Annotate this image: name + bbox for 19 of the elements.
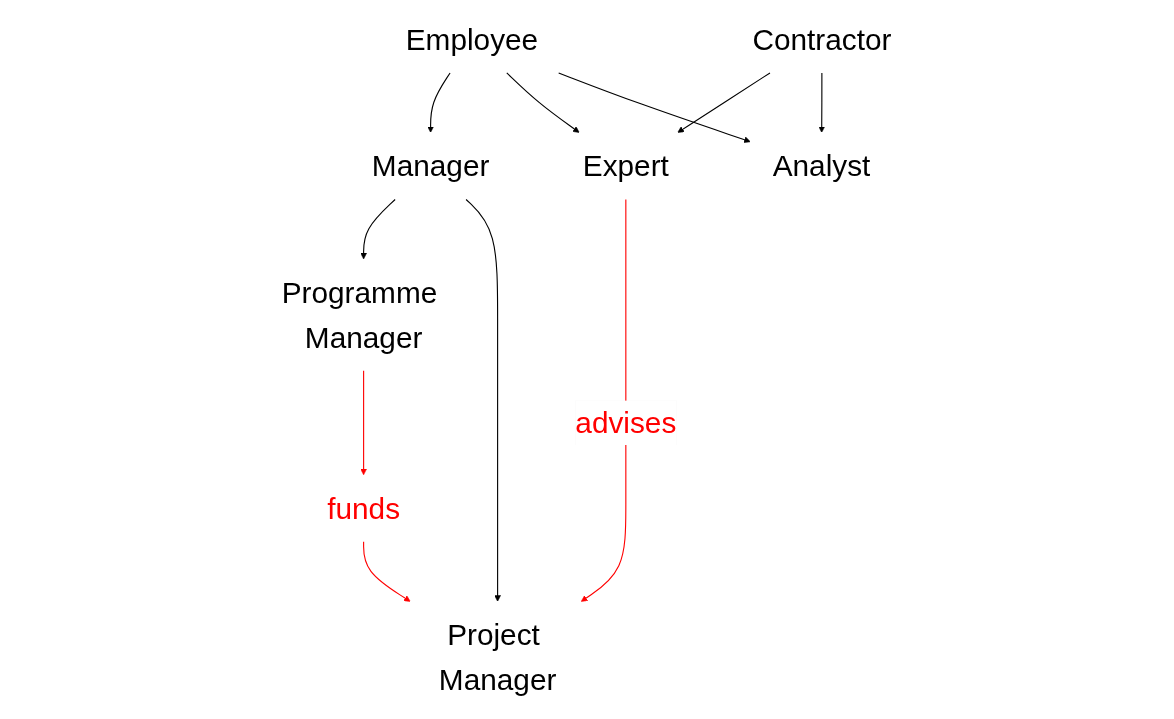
edge-label: advises (575, 406, 677, 440)
arrow (581, 198, 627, 602)
arrow (427, 72, 452, 133)
arrow (558, 72, 752, 143)
node-text: Employee (406, 23, 539, 56)
node-text: Contractor (752, 23, 892, 56)
node-text: Expert (583, 149, 670, 183)
arrow (363, 541, 411, 602)
arrow (506, 72, 580, 133)
node-text: funds (327, 491, 401, 525)
node-text: Project Manager (439, 618, 557, 696)
node-text: Analyst (773, 149, 871, 183)
arrow (818, 72, 826, 133)
arrow (677, 72, 771, 133)
arrow (360, 198, 397, 260)
node-text: Programme Manager (282, 276, 438, 354)
arrow (465, 198, 502, 602)
node-text: Manager (372, 149, 490, 183)
arrow (360, 370, 368, 476)
